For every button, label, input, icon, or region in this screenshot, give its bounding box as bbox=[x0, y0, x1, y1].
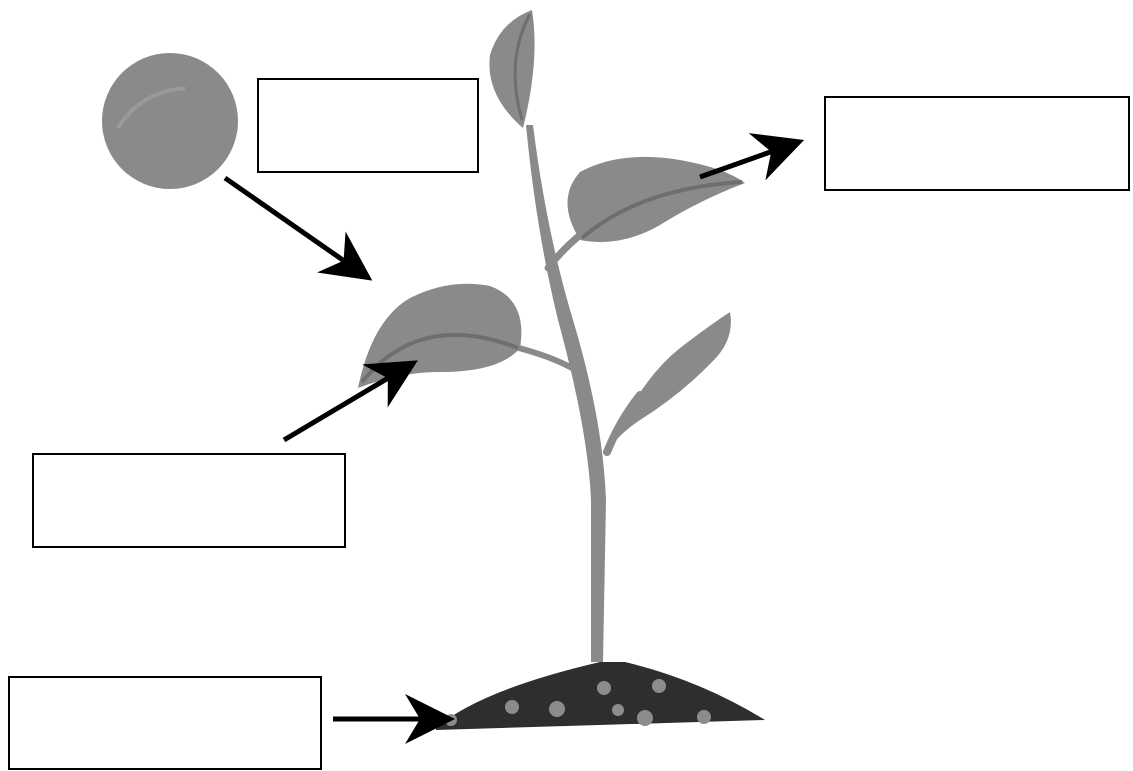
lower-left-leaf bbox=[358, 283, 522, 388]
sun-icon bbox=[102, 53, 238, 189]
lower-leaf-arrow bbox=[282, 360, 418, 443]
top-leaf bbox=[489, 10, 535, 128]
soil-label-box[interactable] bbox=[8, 676, 322, 770]
upper-leaf-label-box[interactable] bbox=[824, 96, 1130, 191]
lower-leaf-label-box[interactable] bbox=[32, 453, 346, 548]
sun-arrow bbox=[223, 175, 373, 281]
sun-label-box[interactable] bbox=[257, 78, 479, 173]
right-narrow-leaf bbox=[612, 312, 731, 445]
soil-mound bbox=[436, 662, 765, 730]
upper-leaf-arrow bbox=[699, 133, 805, 181]
